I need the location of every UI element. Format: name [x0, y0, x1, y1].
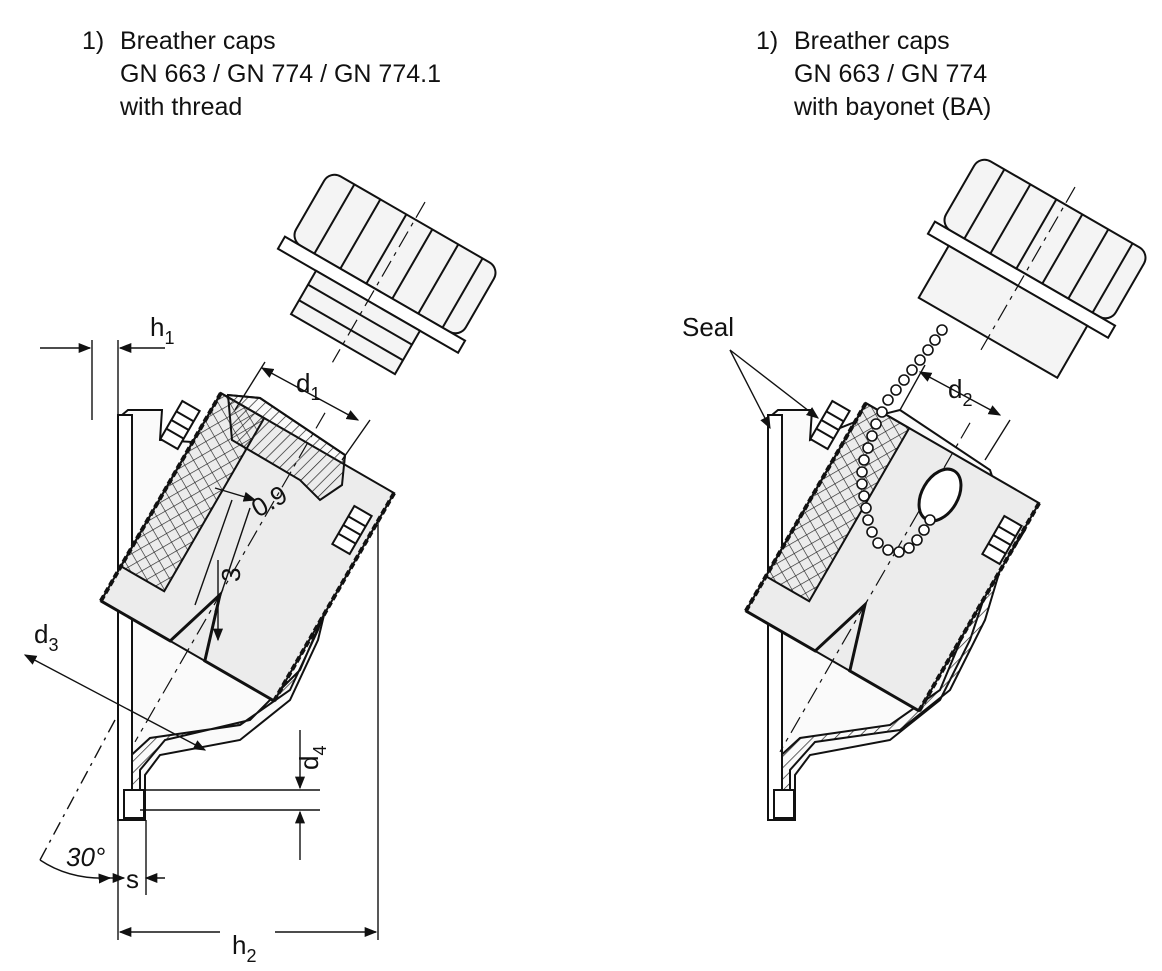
- label-depth: 3: [216, 568, 246, 582]
- caption-right-line-1: Breather caps: [794, 27, 950, 55]
- ball-chain: [856, 324, 948, 558]
- right-assembly: [744, 158, 1147, 821]
- left-dimensions: [23, 340, 379, 940]
- caption-right-number: 1): [756, 27, 779, 55]
- right-drain: [773, 789, 795, 819]
- label-d4: d4: [294, 746, 330, 770]
- label-s: s: [126, 864, 139, 894]
- right-breather-cap: [917, 158, 1147, 380]
- right-filter: [744, 401, 1041, 753]
- caption-left-line-1: Breather caps: [120, 27, 276, 55]
- caption-left-line-2: GN 663 / GN 774 / GN 774.1: [120, 60, 441, 88]
- left-screw-right: [330, 504, 374, 556]
- caption-left-line-3: with thread: [120, 93, 243, 121]
- label-h2: h2: [232, 930, 256, 966]
- label-seal: Seal: [682, 312, 734, 342]
- caption-right-text: Breather caps GN 663 / GN 774 with bayon…: [794, 25, 991, 124]
- left-breather-cap: [276, 173, 497, 376]
- left-assembly: [99, 173, 497, 821]
- caption-right-line-3: with bayonet (BA): [794, 93, 992, 121]
- caption-right-line-2: GN 663 / GN 774: [794, 60, 988, 88]
- caption-left: 1) Breather caps GN 663 / GN 774 / GN 77…: [82, 25, 502, 125]
- caption-left-number: 1): [82, 27, 105, 55]
- caption-left-text: Breather caps GN 663 / GN 774 / GN 774.1…: [120, 25, 441, 124]
- caption-right: 1) Breather caps GN 663 / GN 774 with ba…: [756, 25, 1076, 125]
- right-screw-right: [980, 514, 1024, 566]
- label-d1: d1: [296, 368, 320, 404]
- left-drain: [123, 789, 145, 819]
- label-h1: h1: [150, 312, 174, 348]
- right-dimensions: [729, 349, 1011, 461]
- right-screw-top: [808, 399, 852, 451]
- label-d2: d2: [948, 374, 972, 410]
- label-d3: d3: [34, 619, 58, 655]
- left-screw-top: [158, 399, 202, 451]
- label-angle: 30°: [66, 842, 105, 872]
